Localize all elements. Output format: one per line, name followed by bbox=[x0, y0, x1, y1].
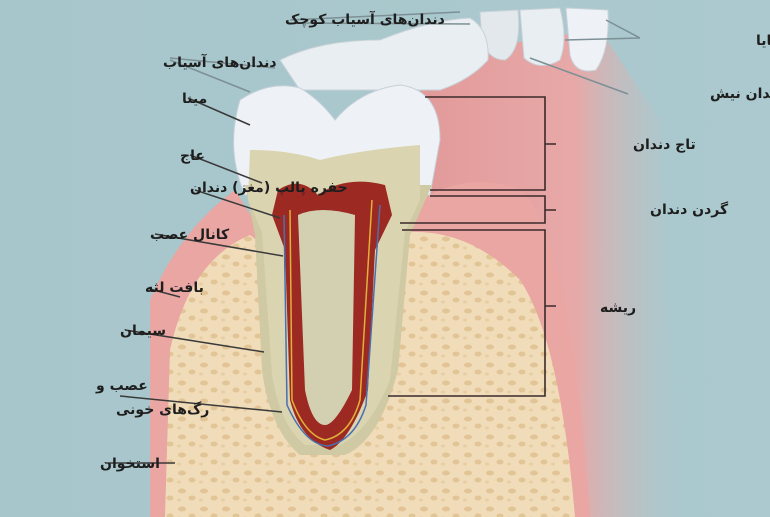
label-nerves-line1: عصب و bbox=[95, 378, 148, 394]
label-gum-tissue: بافت لثه bbox=[145, 280, 204, 296]
label-canine: دندان نیش bbox=[710, 86, 770, 102]
label-root: ریشه bbox=[600, 300, 636, 316]
label-incisors: دندان‌های ثنایا bbox=[756, 33, 770, 49]
label-premolars: دندان‌های آسیاب کوچک bbox=[285, 10, 445, 28]
label-crown: تاج دندان bbox=[633, 137, 696, 153]
label-bone: استخوان bbox=[100, 456, 160, 472]
label-neck: گردن دندان bbox=[650, 201, 729, 218]
nerve-line bbox=[289, 199, 373, 441]
pulp-inner bbox=[298, 210, 355, 425]
label-root-canal: کانال عصب bbox=[150, 227, 230, 243]
label-molars: دندان‌های آسیاب bbox=[163, 53, 277, 71]
label-cementum: سیمان bbox=[120, 323, 166, 339]
label-pulp-cavity: حفره پالپ (مغز) دندان bbox=[190, 180, 348, 196]
premolar-teeth bbox=[279, 17, 489, 91]
leader-lines bbox=[105, 11, 641, 464]
blood-vessel-line bbox=[283, 204, 381, 447]
label-dentin: عاج bbox=[180, 148, 205, 164]
label-nerves-line2: رگ‌های خونی bbox=[116, 401, 209, 418]
label-enamel: مینا bbox=[182, 91, 207, 107]
molar-tooth bbox=[233, 84, 441, 455]
